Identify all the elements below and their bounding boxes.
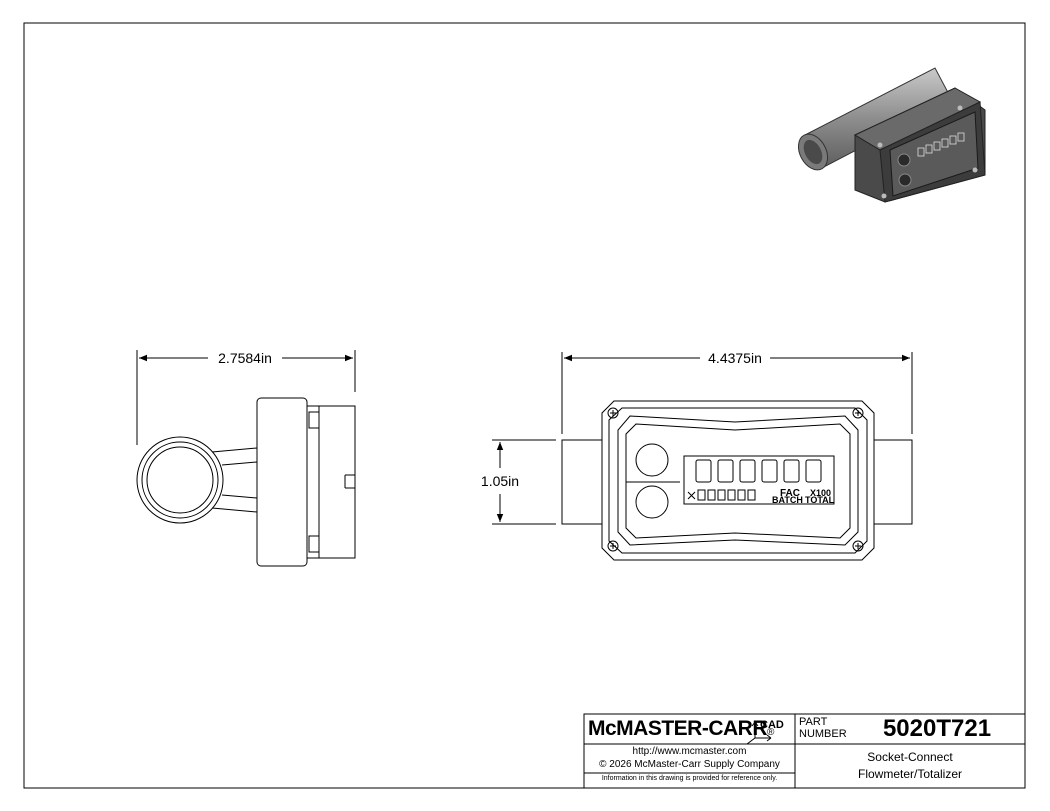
cad-badge: CAD — [760, 719, 784, 731]
part-number-label: PART NUMBER — [799, 716, 847, 740]
sheet-border — [23, 22, 1026, 789]
front-width-label: 4.4375in — [708, 350, 762, 366]
side-width-label: 2.7584in — [218, 350, 272, 366]
part-label-line2: NUMBER — [799, 728, 847, 740]
front-height-dimension — [492, 439, 556, 525]
description-line2: Flowmeter/Totalizer — [857, 767, 963, 781]
registered-mark: ® — [767, 727, 774, 738]
description-line1: Socket-Connect — [867, 750, 953, 764]
side-view — [136, 397, 356, 567]
display-total-label: TOTAL — [805, 495, 835, 505]
display-batch-label: BATCH — [772, 495, 803, 505]
title-block-frame — [583, 713, 1026, 789]
brand-logo: McMASTER-CARR® — [588, 715, 774, 743]
isometric-view — [797, 67, 986, 203]
part-number: 5020T721 — [882, 715, 992, 742]
side-width-dimension — [136, 350, 356, 445]
part-label-line1: PART — [799, 716, 828, 728]
front-height-label: 1.05in — [481, 473, 519, 489]
front-view — [561, 400, 913, 561]
display-x100-label: X100 — [810, 488, 831, 498]
display-fac-label: FAC — [780, 488, 800, 499]
copyright-text: © 2026 McMaster-Carr Supply Company — [599, 759, 780, 770]
brand-name: McMASTER-CARR — [588, 717, 768, 740]
part-description: Socket-Connect Flowmeter/Totalizer — [795, 749, 1025, 783]
front-width-dimension — [561, 352, 913, 434]
disclaimer-text: Information in this drawing is provided … — [601, 775, 778, 782]
website-link[interactable]: http://www.mcmaster.com — [632, 746, 747, 757]
